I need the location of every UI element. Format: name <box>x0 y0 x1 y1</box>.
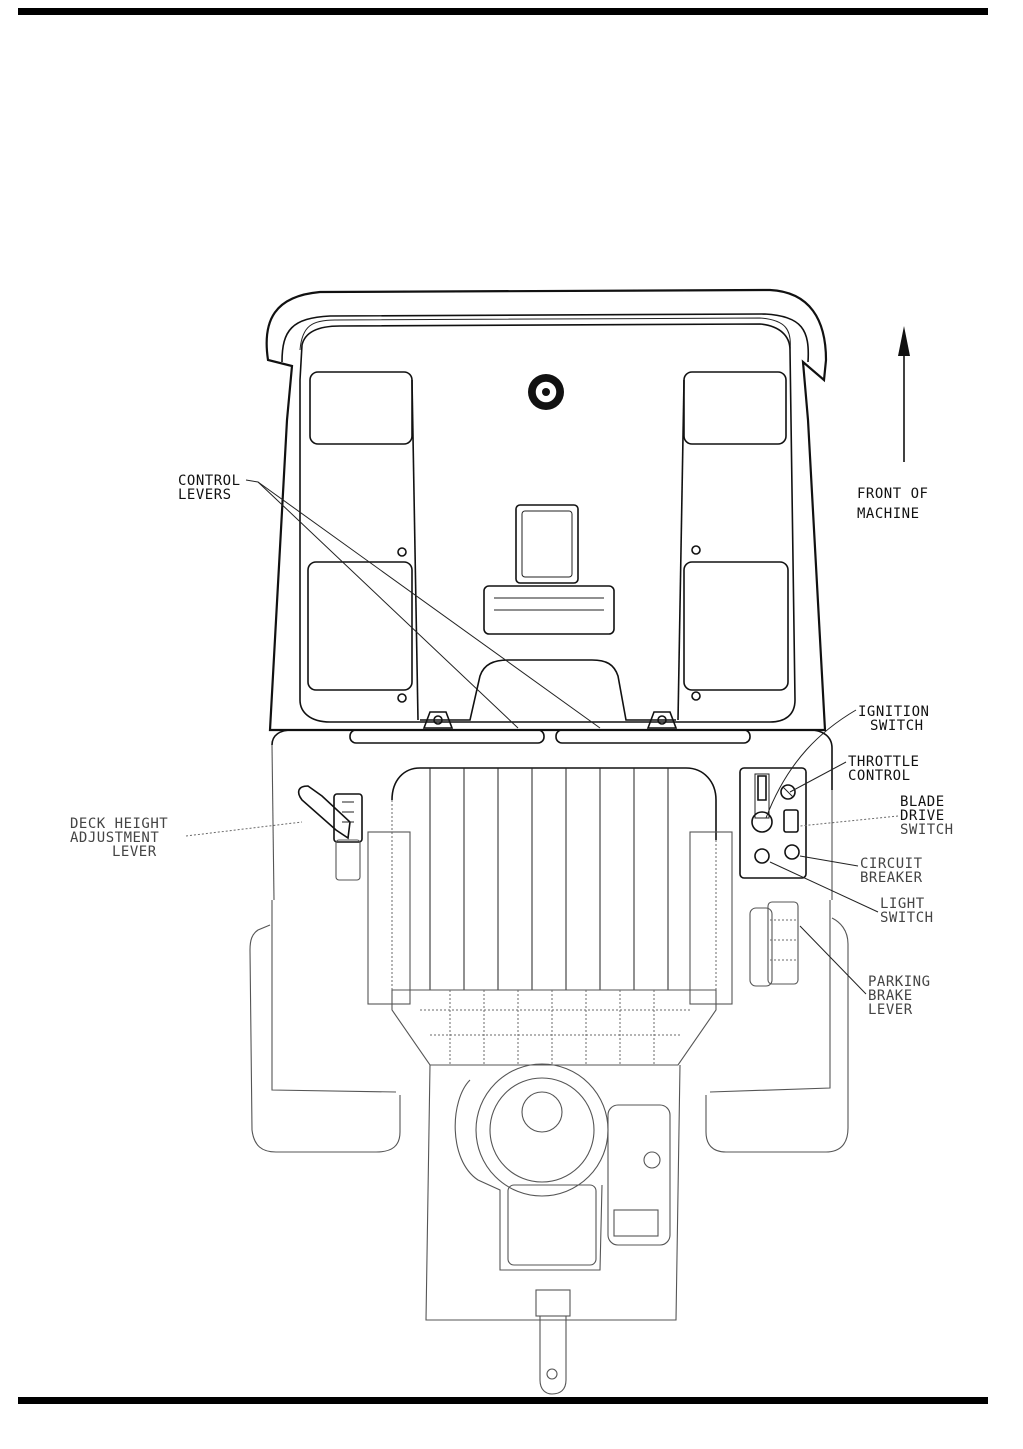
foot-platform <box>392 768 716 840</box>
seat-latch <box>516 505 578 583</box>
deck-height-leader <box>186 822 302 836</box>
right-upper-pad <box>684 372 786 444</box>
throttle-knob-icon <box>752 812 772 832</box>
front-label-line-1: FRONT OF <box>857 486 928 502</box>
light-label-2: SWITCH <box>880 910 934 926</box>
ignition-label-2: SWITCH <box>870 718 924 734</box>
engine <box>426 1064 680 1320</box>
circuit-breaker-icon <box>755 849 769 863</box>
deck-height-label-3: LEVER <box>112 844 157 860</box>
control-lever-right <box>556 730 750 743</box>
bolt-icon <box>692 692 700 700</box>
rear-hitch <box>536 1290 570 1394</box>
circuit-leader <box>800 856 858 866</box>
right-lower-pad <box>684 562 788 690</box>
parking-brake-lever <box>750 902 798 986</box>
right-fender-box <box>690 832 732 1004</box>
deck-body-outline <box>272 730 832 790</box>
control-panel <box>740 768 806 878</box>
platform-ribs <box>392 768 716 990</box>
hood-outline <box>267 290 826 730</box>
throttle-label-2: CONTROL <box>848 768 911 784</box>
blade-label-3: SWITCH <box>900 822 954 838</box>
light-switch-icon <box>785 845 799 859</box>
throttle-leader <box>790 762 846 792</box>
deck-height-lever <box>299 786 362 880</box>
bolt-icon <box>398 694 406 702</box>
blade-drive-switch-icon <box>784 810 798 832</box>
bottom-rule <box>18 1397 988 1404</box>
control-levers-label-2: LEVERS <box>178 487 232 503</box>
parking-label-3: LEVER <box>868 1002 913 1018</box>
left-upper-pad <box>310 372 412 444</box>
control-lever-left <box>350 730 544 743</box>
fuel-cap-icon <box>528 374 564 410</box>
bolt-icon <box>692 546 700 554</box>
blade-leader <box>800 816 898 826</box>
front-label-line-2: MACHINE <box>857 506 920 522</box>
circuit-label-2: BREAKER <box>860 870 923 886</box>
arrow-up-icon <box>898 326 910 462</box>
bolt-icon <box>398 548 406 556</box>
left-fender-box <box>368 832 410 1004</box>
front-rail <box>282 314 808 362</box>
parking-leader <box>800 926 866 994</box>
seat-assembly <box>267 290 826 743</box>
chassis <box>250 730 848 1394</box>
